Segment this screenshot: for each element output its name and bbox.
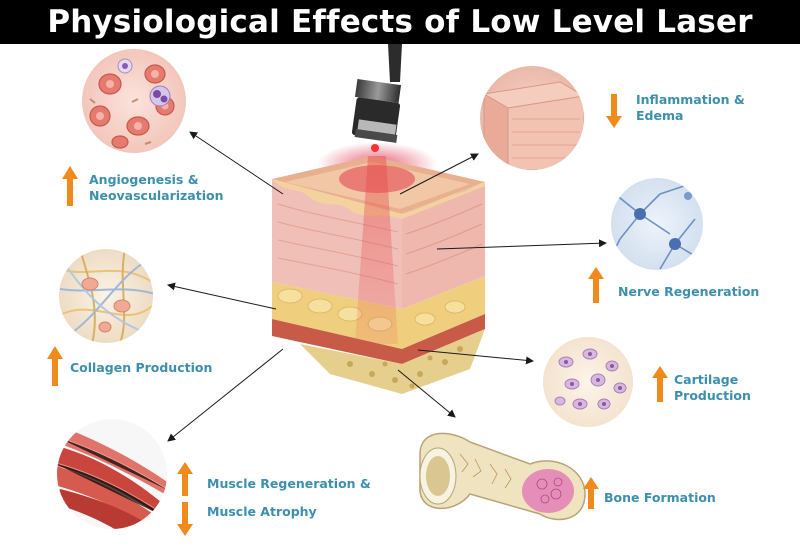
decrease-arrow-icon: [606, 94, 622, 128]
neuron-illustration: [611, 178, 703, 270]
pointer-bone: [397, 369, 456, 418]
label-bone-line1: Bone Formation: [604, 490, 716, 505]
pointer-angiogenesis: [189, 131, 284, 195]
page-title: Physiological Effects of Low Level Laser: [47, 4, 753, 40]
increase-arrow-icon: [62, 166, 78, 206]
label-cartilage-line2: Production: [674, 388, 751, 403]
pointer-nerve: [436, 239, 607, 250]
increase-arrow-icon: [652, 366, 668, 402]
label-collagen-line1: Collagen Production: [70, 360, 213, 375]
pointer-lines: [167, 131, 607, 442]
label-muscle-line1: Muscle Regeneration &: [207, 476, 371, 491]
laser-probe-icon: [351, 44, 402, 152]
increase-arrow-icon: [177, 462, 193, 496]
pointer-inflammation: [399, 153, 479, 195]
label-nerve: Nerve Regeneration: [618, 284, 759, 300]
pointer-cartilage: [417, 349, 534, 365]
decrease-arrow-icon: [177, 502, 193, 536]
increase-arrow-icon: [588, 267, 604, 303]
label-inflammation: Inflammation & Edema: [636, 92, 745, 124]
label-angiogenesis-line1: Angiogenesis &: [89, 172, 199, 187]
blood-cells-illustration: [82, 49, 186, 153]
label-bone: Bone Formation: [604, 490, 716, 506]
pointer-muscle: [167, 348, 284, 442]
label-inflammation-line1: Inflammation &: [636, 92, 745, 107]
bone-illustration: [419, 432, 586, 521]
label-cartilage: Cartilage Production: [674, 372, 751, 404]
cartilage-cells-illustration: [543, 337, 633, 427]
skin-tissue-illustration: [480, 66, 584, 170]
increase-arrow-icon: [47, 346, 63, 386]
pointer-collagen: [167, 282, 277, 310]
diagram-canvas: [57, 44, 703, 529]
muscle-fibers-illustration: [57, 419, 167, 529]
label-nerve-line1: Nerve Regeneration: [618, 284, 760, 299]
increase-arrow-icon: [583, 477, 599, 509]
collagen-fibers-illustration: [59, 249, 153, 343]
title-bar: Physiological Effects of Low Level Laser: [0, 0, 800, 44]
label-angiogenesis-line2: Neovascularization: [89, 188, 224, 203]
label-muscle-atrophy: Muscle Atrophy: [207, 504, 317, 520]
diagram: Angiogenesis & Neovascularization Collag…: [0, 44, 800, 554]
label-muscle-line2: Muscle Atrophy: [207, 504, 317, 519]
label-muscle-regeneration: Muscle Regeneration &: [207, 476, 371, 492]
label-collagen: Collagen Production: [70, 360, 212, 376]
label-angiogenesis: Angiogenesis & Neovascularization: [89, 172, 224, 204]
skin-cross-section-illustration: [272, 156, 485, 394]
label-cartilage-line1: Cartilage: [674, 372, 739, 387]
label-inflammation-line2: Edema: [636, 108, 684, 123]
